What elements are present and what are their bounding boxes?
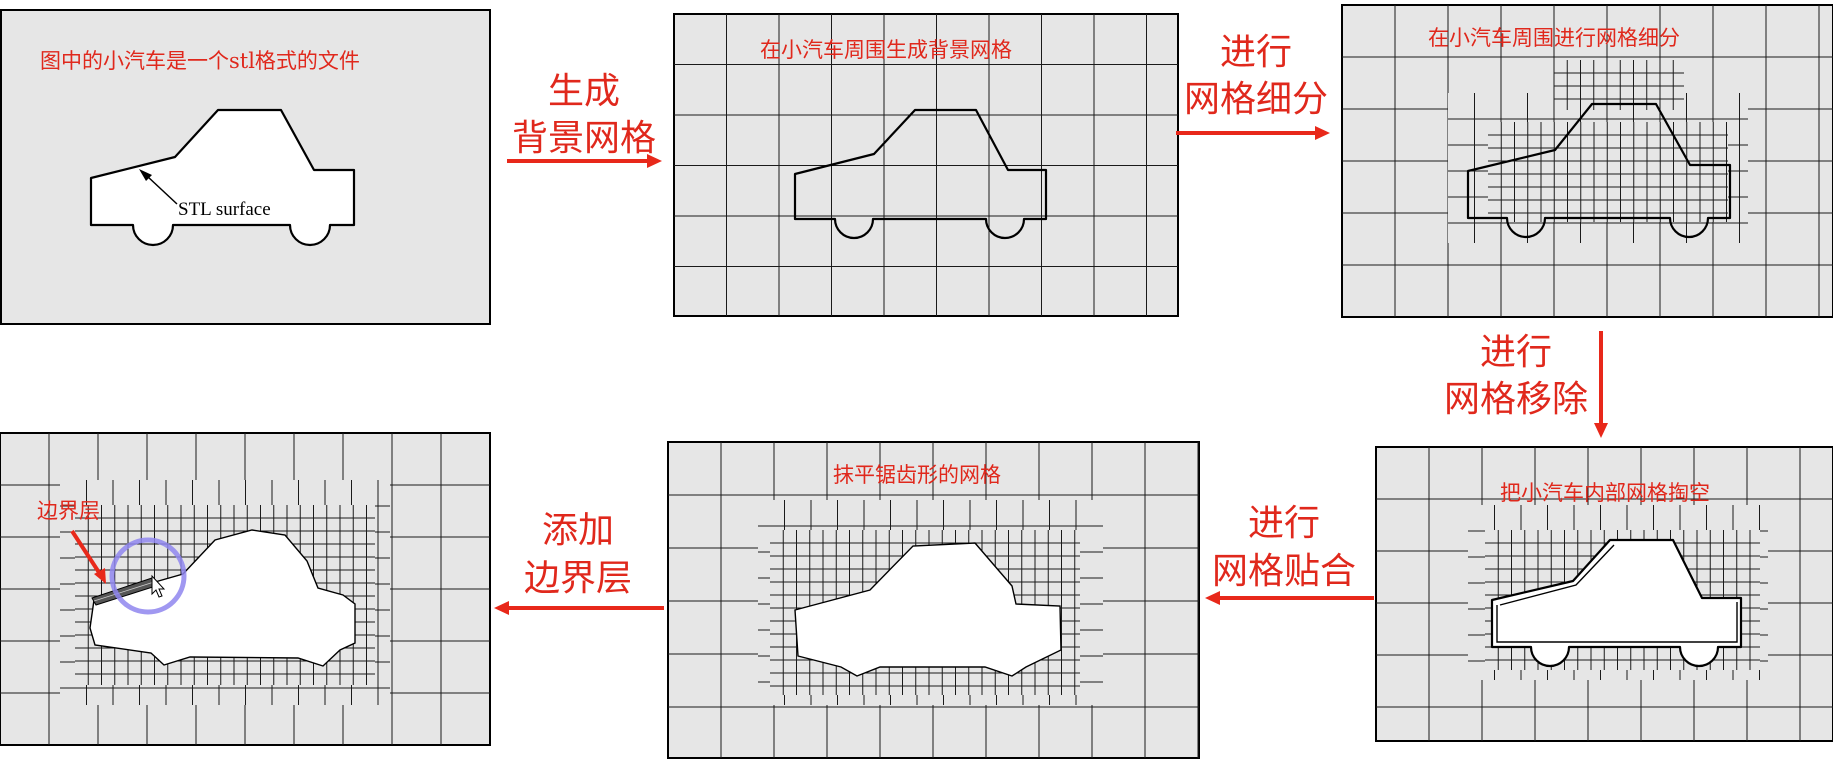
car-outline: [1490, 538, 1743, 668]
mesh-region: [1488, 122, 1728, 222]
step-label-line2: 背景网格: [512, 118, 656, 159]
pointer-arrow-icon: [70, 529, 106, 584]
step-refine-mesh: 进行 网格细分: [1176, 32, 1330, 140]
highlight-circle: [109, 537, 187, 615]
step-generate-background-mesh: 生成 背景网格: [507, 71, 662, 168]
step-label-line2: 边界层: [524, 558, 632, 599]
step-label-line2: 网格贴合: [1212, 551, 1356, 592]
panel-caption: 图中的小汽车是一个stl格式的文件: [40, 49, 360, 73]
panel-smoothed-mesh: 抹平锯齿形的网格: [667, 441, 1200, 759]
panel-caption: 抹平锯齿形的网格: [833, 463, 1001, 487]
right-arrow-icon: [507, 154, 662, 168]
step-label-line1: 添加: [542, 510, 614, 551]
panel-background-mesh: 在小汽车周围生成背景网格: [673, 13, 1179, 317]
panel-caption: 把小汽车内部网格掏空: [1500, 481, 1710, 505]
car-outline: [793, 108, 1048, 240]
panel-stl-surface: 图中的小汽车是一个stl格式的文件 STL surface: [0, 9, 491, 325]
panel-caption: 在小汽车周围生成背景网格: [760, 38, 1012, 62]
left-arrow-icon: [1205, 591, 1374, 605]
panel-removed-mesh: 把小汽车内部网格掏空: [1375, 446, 1833, 742]
cursor-icon: [151, 574, 166, 598]
panel-caption: 边界层: [37, 499, 100, 523]
background-grid: [674, 14, 1178, 316]
car-cavity: [89, 529, 356, 667]
car-cavity: [794, 542, 1062, 677]
panel-refined-mesh: 在小汽车周围进行网格细分: [1341, 4, 1833, 318]
step-label-line2: 网格移除: [1444, 379, 1588, 420]
step-snap-mesh: 进行 网格贴合: [1205, 503, 1374, 605]
step-add-boundary-layer: 添加 边界层: [494, 510, 664, 615]
down-arrow-icon: [1594, 331, 1608, 438]
car-outline: [89, 108, 356, 247]
step-label-line1: 进行: [1480, 332, 1552, 373]
step-label-line1: 生成: [548, 71, 620, 112]
arrow-icon: [139, 169, 178, 205]
panel-caption: 在小汽车周围进行网格细分: [1428, 26, 1680, 50]
right-arrow-icon: [1176, 126, 1330, 140]
left-arrow-icon: [494, 601, 664, 615]
step-label-line1: 进行: [1248, 503, 1320, 544]
step-remove-mesh: 进行 网格移除: [1444, 331, 1608, 438]
step-label-line1: 进行: [1220, 32, 1292, 73]
step-label-line2: 网格细分: [1184, 79, 1328, 120]
panel-boundary-layer: 边界层: [0, 432, 491, 746]
staircase-boundary: [1496, 544, 1738, 643]
car-outline: [1466, 102, 1732, 239]
stl-surface-label: STL surface: [178, 199, 271, 220]
